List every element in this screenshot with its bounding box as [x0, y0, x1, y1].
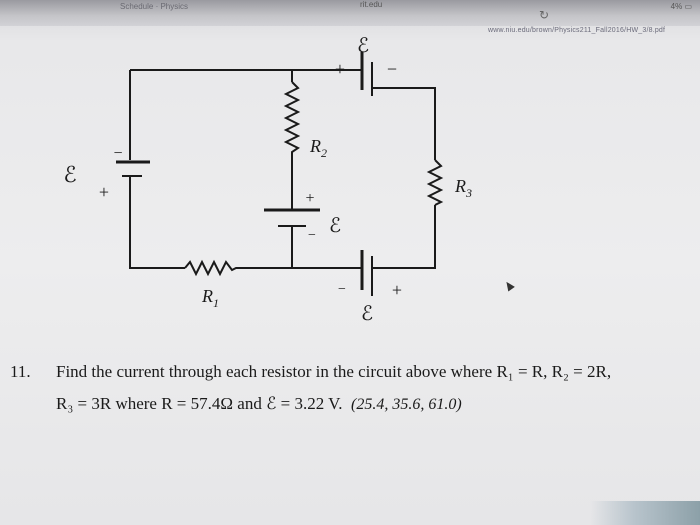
minus-sign-bottom: − — [338, 282, 346, 297]
url-text[interactable]: www.niu.edu/brown/Physics211_Fall2016/HW… — [488, 27, 666, 34]
problem-number: 11. — [10, 362, 31, 381]
plus-sign-left: + — [99, 182, 109, 202]
r2-label: R2 — [309, 136, 327, 160]
problem-line-2: R₃ = 3R where R = 57.4Ω and ℰ = 3.22 V. … — [10, 388, 700, 421]
problem-statement: 11. Find the current through each resisto… — [10, 356, 700, 421]
browser-tab-text[interactable]: Schedule · Physics — [120, 2, 189, 11]
plus-sign-top: + — [335, 59, 345, 79]
emf-label-left: ℰ — [63, 162, 76, 187]
r1-label: R1 — [201, 286, 219, 310]
status-indicators: 4% ▭ — [670, 2, 692, 11]
emf-label-top: ℰ — [357, 35, 369, 57]
emf-label-middle: ℰ — [329, 215, 341, 237]
top-right-wire — [372, 87, 436, 160]
browser-top-bar: Schedule · Physics rit.edu 4% ▭ — [0, 0, 700, 26]
dock-bar — [590, 501, 700, 525]
plus-sign-bottom: + — [392, 280, 402, 300]
problem-math-1: R₁ = R, R₂ = 2R, — [496, 362, 612, 381]
minus-sign-left: − — [113, 145, 122, 162]
emf-label-bottom: ℰ — [361, 303, 373, 325]
problem-text: Find the current through each resistor i… — [56, 362, 493, 381]
r2-resistor — [283, 81, 301, 210]
bottom-right-wire — [372, 205, 436, 269]
plus-sign-middle: + — [305, 190, 314, 207]
left-wire-bottom — [129, 176, 185, 269]
window-title: rit.edu — [360, 0, 383, 9]
problem-answer: (25.4, 35.6, 61.0) — [351, 396, 462, 413]
reload-icon[interactable]: ↻ — [539, 8, 550, 22]
problem-line-1: 11. Find the current through each resisto… — [10, 356, 700, 388]
minus-sign-top: − — [387, 59, 397, 79]
r1-resistor — [184, 259, 362, 277]
problem-math-2: R₃ = 3R where R = 57.4Ω and ℰ = 3.22 V. — [56, 394, 343, 413]
circuit-diagram: ℰ + − ℰ − + R2 + − ℰ R3 R1 − + ℰ — [63, 35, 472, 325]
minus-sign-middle: − — [308, 228, 316, 243]
r3-resistor — [426, 159, 444, 206]
r3-label: R3 — [454, 176, 472, 200]
